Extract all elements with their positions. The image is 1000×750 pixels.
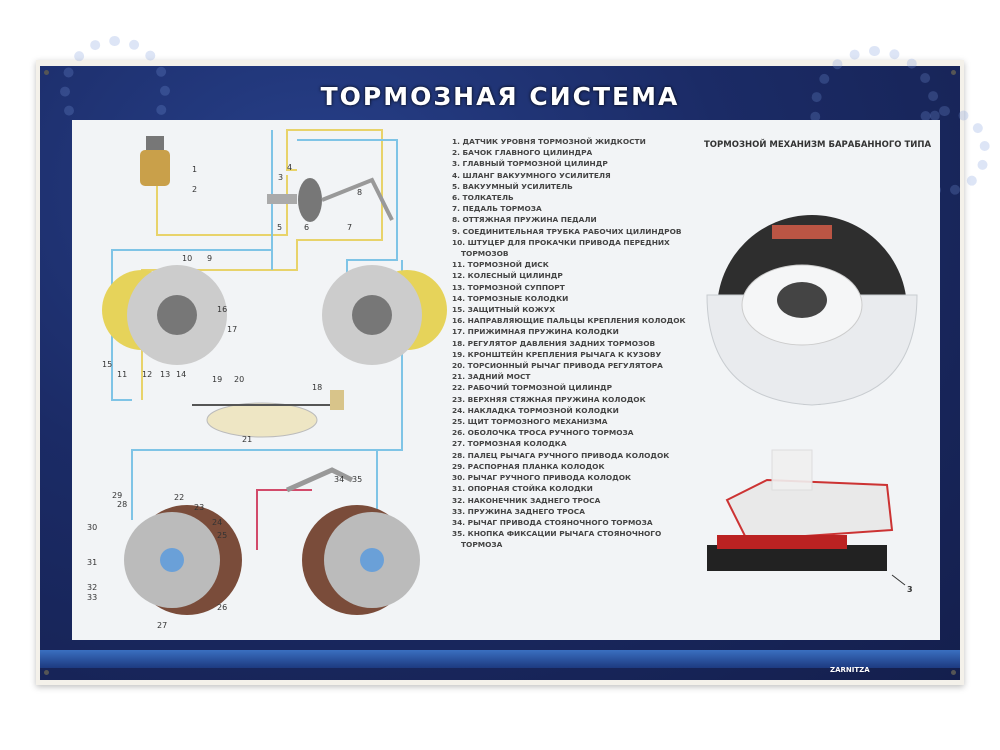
mounting-hole: [44, 670, 49, 675]
legend-item: 15. ЗАЩИТНЫЙ КОЖУХ: [452, 305, 556, 315]
callout-27: 27: [157, 621, 167, 630]
callout-16: 16: [217, 305, 227, 314]
legend-item: 30. РЫЧАГ РУЧНОГО ПРИВОДА КОЛОДОК: [452, 473, 632, 483]
legend-item: 20. ТОРСИОННЫЙ РЫЧАГ ПРИВОДА РЕГУЛЯТОРА: [452, 361, 663, 371]
callout-32: 32: [87, 583, 97, 592]
callout-17: 17: [227, 325, 237, 334]
callout-29: 29: [112, 491, 122, 500]
legend-item: 29. РАСПОРНАЯ ПЛАНКА КОЛОДОК: [452, 461, 605, 471]
legend-item: 27. ТОРМОЗНАЯ КОЛОДКА: [452, 439, 567, 449]
callout-18: 18: [312, 383, 322, 392]
brake-system-diagram: 1 2 3 4 5 6 7 8 9 10 11 12 13 14 15 16 1…: [87, 129, 447, 630]
legend-item: 17. ПРИЖИМНАЯ ПРУЖИНА КОЛОДКИ: [452, 327, 619, 337]
legend-list: 1. ДАТЧИК УРОВНЯ ТОРМОЗНОЙ ЖИДКОСТИ 2. Б…: [452, 136, 687, 551]
drum-section-title: ТОРМОЗНОЙ МЕХАНИЗМ БАРАБАННОГО ТИПА: [704, 140, 932, 150]
legend-item: 10. ШТУЦЕР ДЛЯ ПРОКАЧКИ ПРИВОДА ПЕРЕДНИХ…: [452, 237, 670, 259]
callout-34: 34: [334, 475, 344, 484]
reservoir-illustration: [140, 136, 170, 186]
legend-item: 25. ЩИТ ТОРМОЗНОГО МЕХАНИЗМА: [452, 417, 608, 427]
mounting-hole: [951, 70, 956, 75]
callout-5: 5: [277, 223, 282, 232]
legend-item: 13. ТОРМОЗНОЙ СУППОРТ: [452, 282, 565, 292]
callout-11: 11: [117, 370, 127, 379]
callout-15: 15: [102, 360, 112, 369]
callout-35: 35: [352, 475, 362, 484]
legend-item: 5. ВАКУУМНЫЙ УСИЛИТЕЛЬ: [452, 181, 573, 191]
handbrake-illustration: [285, 467, 354, 493]
callout-26: 26: [217, 603, 227, 612]
bottom-stripe: [40, 650, 960, 668]
legend-item: 4. ШЛАНГ ВАКУУМНОГО УСИЛИТЕЛЯ: [452, 170, 611, 180]
callout-12: 12: [142, 370, 152, 379]
legend-item: 35. КНОПКА ФИКСАЦИИ РЫЧАГА СТОЯНОЧНОГО Т…: [452, 529, 662, 550]
brand-logo: ZARNITZA: [830, 666, 870, 674]
master-cylinder-model: 3: [707, 449, 913, 594]
legend-item: 14. ТОРМОЗНЫЕ КОЛОДКИ: [452, 293, 569, 303]
callout-1: 1: [192, 165, 197, 174]
callout-6: 6: [304, 223, 309, 232]
drum-brake-model: [706, 215, 918, 406]
legend-item: 9. СОЕДИНИТЕЛЬНАЯ ТРУБКА РАБОЧИХ ЦИЛИНДР…: [452, 226, 682, 236]
mounting-hole: [951, 670, 956, 675]
legend-item: 28. ПАЛЕЦ РЫЧАГА РУЧНОГО ПРИВОДА КОЛОДОК: [452, 450, 670, 460]
legend-item: 33. ПРУЖИНА ЗАДНЕГО ТРОСА: [452, 506, 585, 516]
legend-item: 12. КОЛЕСНЫЙ ЦИЛИНДР: [452, 271, 563, 281]
legend-item: 18. РЕГУЛЯТОР ДАВЛЕНИЯ ЗАДНИХ ТОРМОЗОВ: [452, 338, 656, 348]
brand-name: ZARNITZA: [830, 666, 870, 674]
callout-28: 28: [117, 500, 127, 509]
front-right-disc-illustration: [322, 265, 447, 365]
legend-item: 26. ОБОЛОЧКА ТРОСА РУЧНОГО ТОРМОЗА: [452, 428, 634, 438]
legend-item: 23. ВЕРХНЯЯ СТЯЖНАЯ ПРУЖИНА КОЛОДОК: [452, 394, 646, 404]
callout-8: 8: [357, 188, 362, 197]
poster-frame: ТОРМОЗНАЯ СИСТЕМА 1 2 3 4 5 6: [40, 36, 990, 680]
legend-item: 21. ЗАДНИЙ МОСТ: [452, 372, 531, 382]
legend-item: 6. ТОЛКАТЕЛЬ: [452, 193, 514, 203]
callout-30: 30: [87, 523, 97, 532]
callout-24: 24: [212, 518, 222, 527]
legend-item: 7. ПЕДАЛЬ ТОРМОЗА: [452, 204, 542, 214]
callout-33: 33: [87, 593, 97, 602]
callout-25: 25: [217, 531, 227, 540]
callout-14: 14: [176, 370, 186, 379]
legend-item: 2. БАЧОК ГЛАВНОГО ЦИЛИНДРА: [452, 148, 593, 158]
legend-item: 19. КРОНШТЕЙН КРЕПЛЕНИЯ РЫЧАГА К КУЗОВУ: [452, 349, 662, 359]
callout-21: 21: [242, 435, 252, 444]
legend-item: 31. ОПОРНАЯ СТОЙКА КОЛОДКИ: [452, 484, 593, 494]
legend-item: 11. ТОРМОЗНОЙ ДИСК: [452, 260, 549, 270]
callout-7: 7: [347, 223, 352, 232]
callout-2: 2: [192, 185, 197, 194]
callout-31: 31: [87, 558, 97, 567]
callout-4: 4: [287, 163, 292, 172]
legend-item: 16. НАПРАВЛЯЮЩИЕ ПАЛЬЦЫ КРЕПЛЕНИЯ КОЛОДО…: [452, 316, 686, 326]
callout-3: 3: [278, 173, 283, 182]
rear-axle-illustration: [192, 390, 344, 438]
mounting-hole: [44, 70, 49, 75]
content-panel: 1 2 3 4 5 6 7 8 9 10 11 12 13 14 15 16 1…: [72, 120, 940, 640]
callout-19: 19: [212, 375, 222, 384]
poster-title: ТОРМОЗНАЯ СИСТЕМА: [320, 82, 680, 111]
legend-item: 34. РЫЧАГ ПРИВОДА СТОЯНОЧНОГО ТОРМОЗА: [452, 517, 653, 527]
rear-left-drum-illustration: [124, 505, 242, 615]
legend-item: 22. РАБОЧИЙ ТОРМОЗНОЙ ЦИЛИНДР: [452, 383, 613, 393]
legend-item: 24. НАКЛАДКА ТОРМОЗНОЙ КОЛОДКИ: [452, 405, 619, 415]
legend-item: 1. ДАТЧИК УРОВНЯ ТОРМОЗНОЙ ЖИДКОСТИ: [452, 137, 646, 146]
callout-9: 9: [207, 254, 212, 263]
callout-13: 13: [160, 370, 170, 379]
rear-right-drum-illustration: [302, 505, 420, 615]
callout-10: 10: [182, 254, 192, 263]
legend-item: 8. ОТТЯЖНАЯ ПРУЖИНА ПЕДАЛИ: [452, 215, 597, 225]
callout-20: 20: [234, 375, 244, 384]
poster: ТОРМОЗНАЯ СИСТЕМА 1 2 3 4 5 6: [36, 36, 990, 685]
legend-item: 32. НАКОНЕЧНИК ЗАДНЕГО ТРОСА: [452, 495, 601, 505]
callout-23: 23: [194, 503, 204, 512]
master-cylinder-callout: 3: [907, 585, 913, 594]
legend-item: 3. ГЛАВНЫЙ ТОРМОЗНОЙ ЦИЛИНДР: [452, 159, 608, 169]
drum-brake-models: 3: [706, 215, 918, 594]
vacuum-booster-illustration: [267, 177, 394, 222]
callout-22: 22: [174, 493, 184, 502]
front-left-disc-illustration: [102, 265, 227, 365]
